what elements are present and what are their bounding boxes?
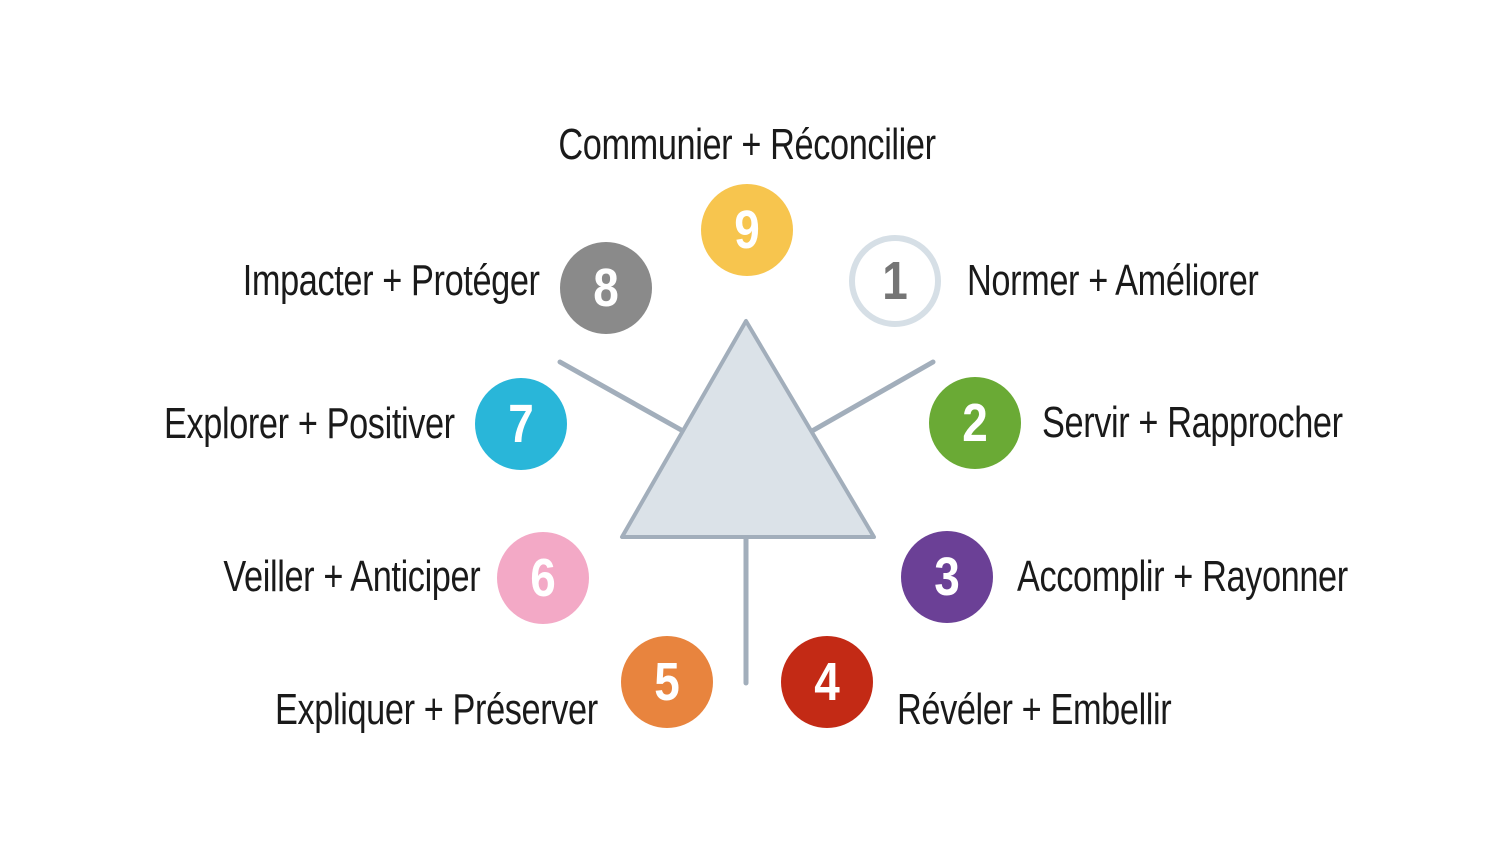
node-8-number: 8 [593,258,619,318]
node-4-circle: 4 [781,636,873,728]
center-triangle-icon [620,319,876,539]
node-6-label: Veiller + Anticiper [223,552,480,601]
connector-line-right [809,359,936,434]
connector-line-left [557,359,686,434]
node-6-number: 6 [530,548,556,608]
node-4-number: 4 [814,652,840,712]
node-3-number: 3 [934,547,960,607]
node-2-label: Servir + Rapprocher [1042,398,1343,447]
node-7-label: Explorer + Positiver [164,399,455,448]
node-2-number: 2 [962,393,988,453]
node-8-label: Impacter + Protéger [243,256,540,305]
node-3-circle: 3 [901,531,993,623]
node-7-circle: 7 [475,378,567,470]
node-1-number: 1 [882,251,908,311]
node-9-number: 9 [734,200,760,260]
node-6-circle: 6 [497,532,589,624]
node-1-label: Normer + Améliorer [967,256,1259,305]
node-1-circle: 1 [849,235,941,327]
node-7-number: 7 [508,394,534,454]
node-2-circle: 2 [929,377,1021,469]
node-5-number: 5 [654,652,680,712]
node-5-circle: 5 [621,636,713,728]
node-4-label: Révéler + Embellir [897,685,1172,734]
node-8-circle: 8 [560,242,652,334]
node-5-label: Expliquer + Préserver [275,685,598,734]
node-9-label: Communier + Réconcilier [558,120,936,169]
node-3-label: Accomplir + Rayonner [1017,552,1348,601]
node-9-circle: 9 [701,184,793,276]
